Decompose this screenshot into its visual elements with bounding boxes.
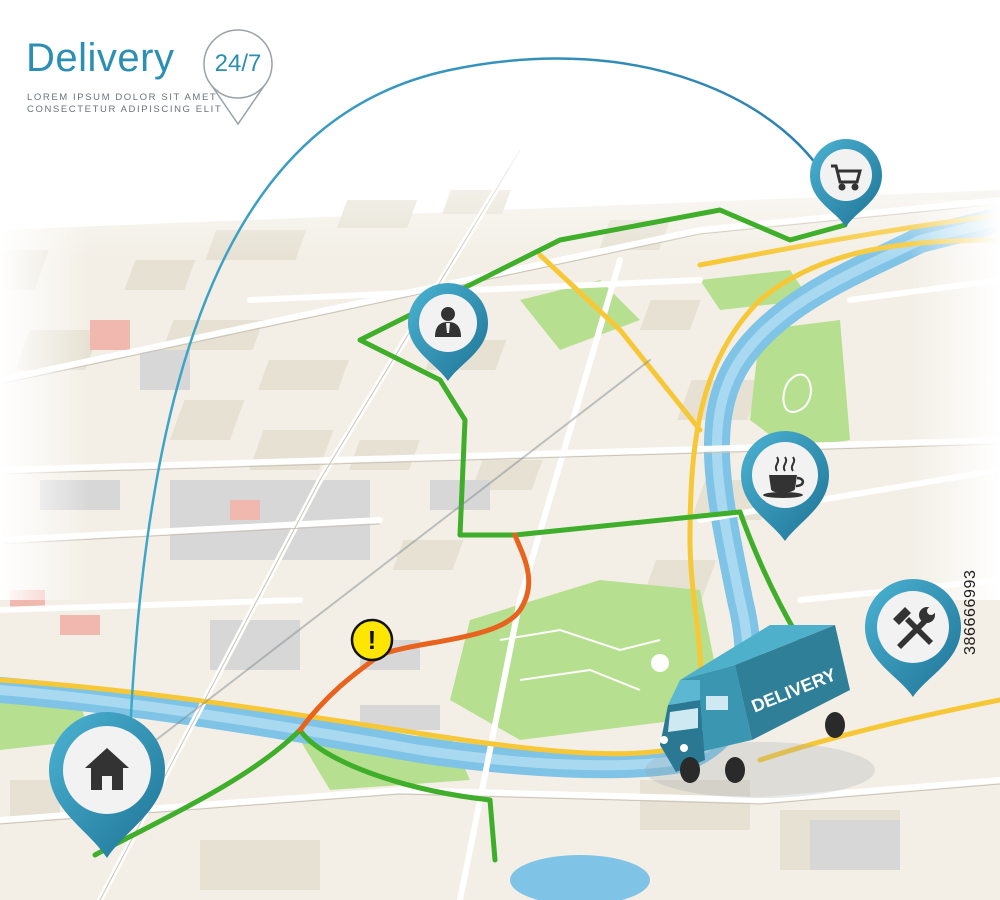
hours-badge <box>203 29 273 126</box>
route-shadow <box>129 359 651 761</box>
warning-symbol: ! <box>368 625 377 655</box>
pin-service[interactable] <box>865 579 961 697</box>
pin-cafe[interactable] <box>741 431 829 541</box>
route-orange <box>297 532 532 733</box>
warning-icon[interactable]: ! <box>350 618 394 662</box>
gray-blocks <box>40 350 900 870</box>
coffee-cup-icon <box>763 456 805 498</box>
page-title: Delivery <box>26 36 175 80</box>
route-green <box>92 207 848 863</box>
pin-office[interactable] <box>408 283 488 381</box>
delivery-arc <box>128 57 837 737</box>
subtitle-line-2: CONSECTETUR ADIPISCING ELIT <box>27 104 223 115</box>
stock-id-watermark: 386666993 <box>962 569 979 656</box>
wrench-hammer-icon <box>893 607 935 649</box>
home-icon <box>85 748 129 790</box>
subtitle-line-1: LOREM IPSUM DOLOR SIT AMET <box>27 92 218 103</box>
delivery-route <box>92 57 848 863</box>
pin-home[interactable] <box>49 712 165 858</box>
delivery-truck[interactable]: DELIVERY <box>645 625 875 798</box>
pin-shop[interactable] <box>810 139 882 227</box>
park-paths <box>499 373 812 691</box>
city-map <box>0 147 1000 900</box>
hours-badge-label: 24/7 <box>214 50 262 77</box>
lake <box>510 855 650 900</box>
businessman-icon <box>435 307 461 337</box>
shopping-cart-icon <box>831 164 862 191</box>
